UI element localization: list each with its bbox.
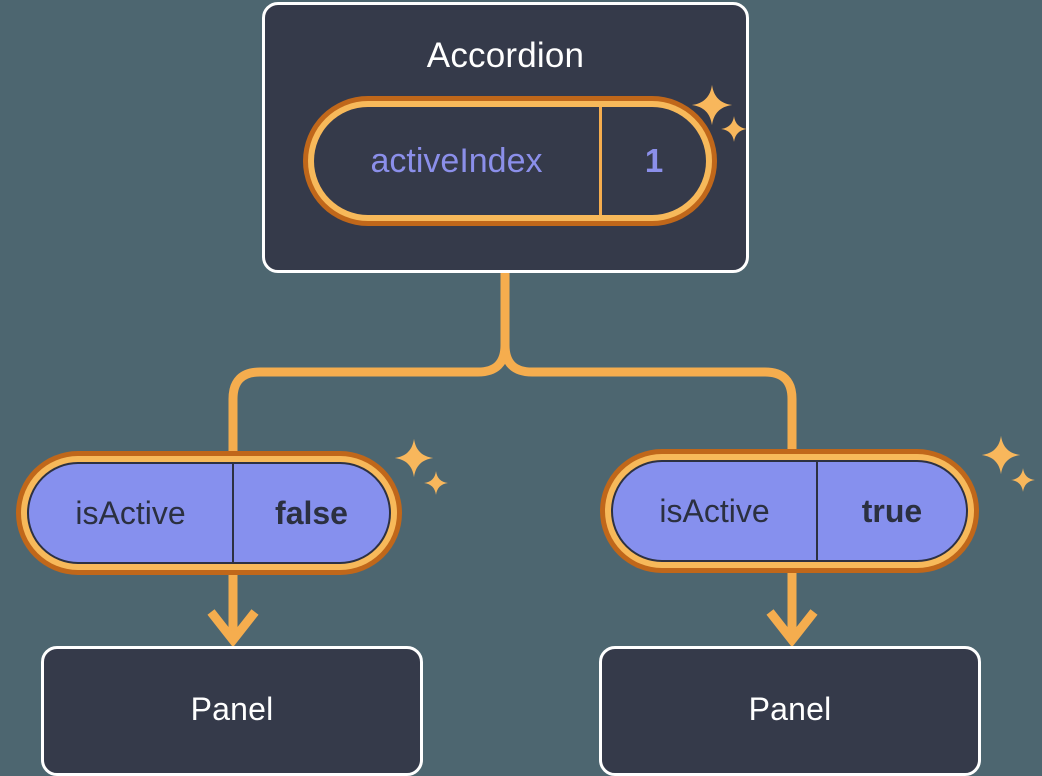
pill-inner-ring: isActive true	[605, 454, 974, 568]
pill-inner-ring: isActive false	[21, 456, 397, 570]
accordion-title: Accordion	[426, 36, 585, 75]
panel-title: Panel	[748, 691, 832, 727]
state-value-label: 1	[644, 142, 664, 179]
state-value-label: false	[275, 494, 348, 531]
state-pill-is-active-left[interactable]: isActive false	[16, 451, 402, 575]
state-key-label: isActive	[29, 464, 234, 562]
connector-left-branch	[228, 268, 510, 457]
sparkle-icon	[424, 471, 448, 495]
pill-inner-ring: activeIndex 1	[308, 101, 712, 221]
sparkle-icon	[1011, 468, 1035, 492]
pill-outer-ring: isActive true	[600, 449, 979, 573]
state-pill-active-index[interactable]: activeIndex 1	[303, 96, 717, 226]
state-key-label: isActive	[613, 462, 818, 560]
pill-outer-ring: isActive false	[16, 451, 402, 575]
panel-node-left[interactable]: Panel	[41, 646, 423, 776]
pill-body: activeIndex 1	[314, 107, 706, 215]
pill-outer-ring: activeIndex 1	[303, 96, 717, 226]
pill-body: isActive true	[611, 460, 968, 562]
panel-node-right[interactable]: Panel	[599, 646, 981, 776]
state-pill-is-active-right[interactable]: isActive true	[600, 449, 979, 573]
panel-title: Panel	[190, 691, 274, 727]
pill-body: isActive false	[27, 462, 391, 564]
state-value-label: true	[861, 492, 923, 529]
arrowhead-left-panel	[207, 609, 259, 648]
sparkle-icon	[981, 435, 1021, 475]
connector-right-branch	[500, 268, 797, 457]
state-key-label: activeIndex	[314, 107, 602, 215]
arrowhead-right-panel	[766, 609, 818, 648]
